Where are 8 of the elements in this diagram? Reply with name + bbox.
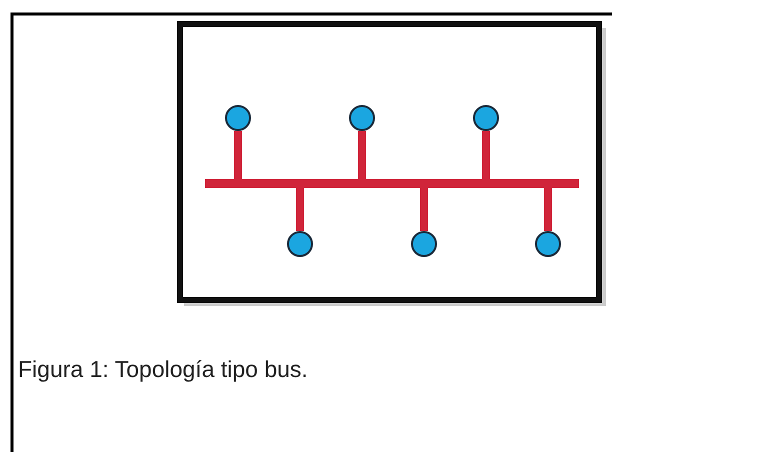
bus-drop-line [296,188,304,231]
bus-drop-line [420,188,428,231]
bus-drop-line [482,131,490,179]
bus-drop-line [544,188,552,231]
bus-drop-line [358,131,366,179]
bus-drop-line [234,131,242,179]
figure-caption: Figura 1: Topología tipo bus. [18,356,308,383]
bus-line-bar [205,179,579,188]
